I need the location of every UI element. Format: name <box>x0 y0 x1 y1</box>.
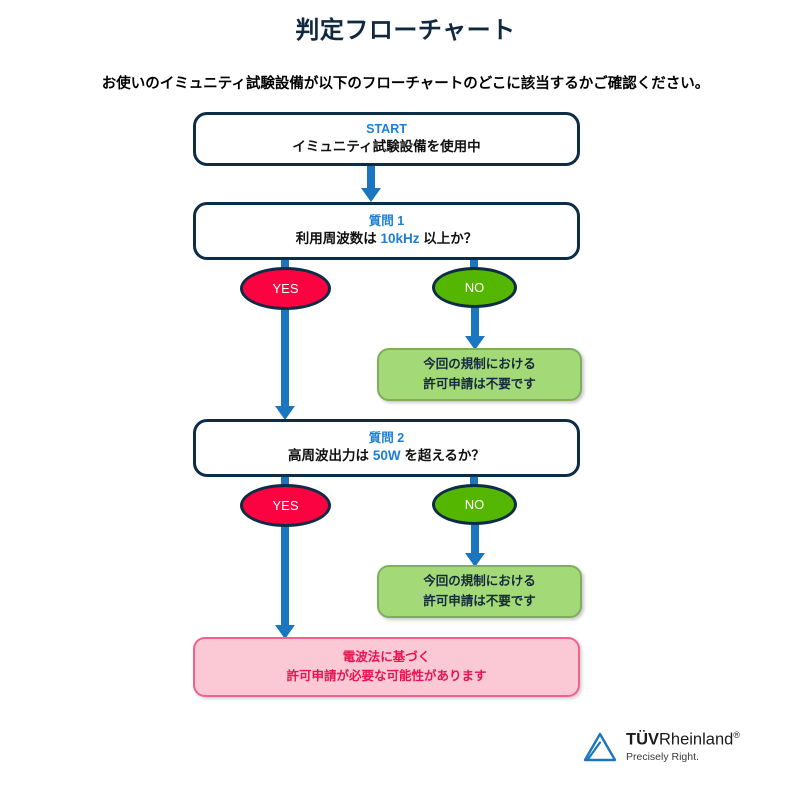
result-yes2-line1: 電波法に基づく <box>342 649 431 664</box>
node-question1: 質問 1 利用周波数は 10kHz 以上か？ <box>193 202 580 260</box>
question2-highlight: 50W <box>372 448 401 464</box>
question1-text-after: 以上か？ <box>419 231 478 247</box>
node-start-text: イミュニティ試験設備を使用中 <box>292 139 481 155</box>
node-question2: 質問 2 高周波出力は 50W を超えるか？ <box>193 419 580 477</box>
result-no2-permit-not-required: 今回の規制における 許可申請は不要です <box>377 565 582 618</box>
question2-text-before: 高周波出力は <box>288 448 373 464</box>
oval-yes-question1[interactable]: YES <box>240 267 331 310</box>
oval-yes-question1-label: YES <box>272 281 299 296</box>
logo-name: TÜVRheinland® <box>626 730 740 749</box>
logo-registered-mark: ® <box>733 730 740 740</box>
node-start-label: START <box>366 121 407 136</box>
connector-question1-to-no <box>470 258 478 274</box>
oval-no-question2[interactable]: NO <box>432 484 517 525</box>
connector-question2-to-no <box>470 475 478 491</box>
connector-no1-to-result <box>465 305 485 350</box>
result-no1-line1: 今回の規制における <box>423 357 536 372</box>
result-no1-permit-not-required: 今回の規制における 許可申請は不要です <box>377 348 582 401</box>
question2-text-after: を超えるか？ <box>400 448 485 464</box>
question1-highlight: 10kHz <box>380 231 420 247</box>
logo-text: TÜVRheinland® Precisely Right. <box>626 730 740 764</box>
tuv-triangle-icon <box>583 732 617 761</box>
node-question2-text: 高周波出力は 50W を超えるか？ <box>288 447 485 466</box>
result-no2-line1: 今回の規制における <box>423 574 536 589</box>
oval-yes-question2[interactable]: YES <box>240 484 331 527</box>
result-yes2-line2: 許可申請が必要な可能性があります <box>286 669 487 683</box>
tuv-rheinland-logo: TÜVRheinland® Precisely Right. <box>583 730 740 764</box>
oval-no-question1-label: NO <box>464 280 485 295</box>
logo-tagline: Precisely Right. <box>626 751 699 764</box>
node-question1-text: 利用周波数は 10kHz 以上か？ <box>296 230 478 249</box>
connector-question1-to-yes <box>281 258 289 274</box>
node-question2-label: 質問 2 <box>368 430 405 445</box>
result-no1-line2: 許可申請は不要です <box>423 376 536 391</box>
page-title: 判定フローチャート <box>295 17 516 44</box>
connector-yes2-to-result <box>275 522 295 639</box>
connector-no2-to-result <box>465 522 485 567</box>
result-yes2-permit-may-be-required: 電波法に基づく 許可申請が必要な可能性があります <box>193 637 580 697</box>
logo-name-bold: TÜV <box>626 730 659 749</box>
logo-name-rest: Rheinland <box>659 730 734 749</box>
connector-yes1-to-question2 <box>275 305 295 420</box>
oval-no-question2-label: NO <box>464 497 485 512</box>
result-no2-line2: 許可申請は不要です <box>423 593 536 608</box>
connector-start-to-question1 <box>361 166 381 202</box>
node-start: START イミュニティ試験設備を使用中 <box>193 112 580 166</box>
oval-yes-question2-label: YES <box>272 498 299 513</box>
connector-question2-to-yes <box>281 475 289 491</box>
page-subtitle: お使いのイミュニティ試験設備が以下のフローチャートのどこに該当するかご確認くださ… <box>101 76 710 92</box>
node-question1-label: 質問 1 <box>368 213 405 228</box>
question1-text-before: 利用周波数は <box>295 231 381 247</box>
oval-no-question1[interactable]: NO <box>432 267 517 308</box>
